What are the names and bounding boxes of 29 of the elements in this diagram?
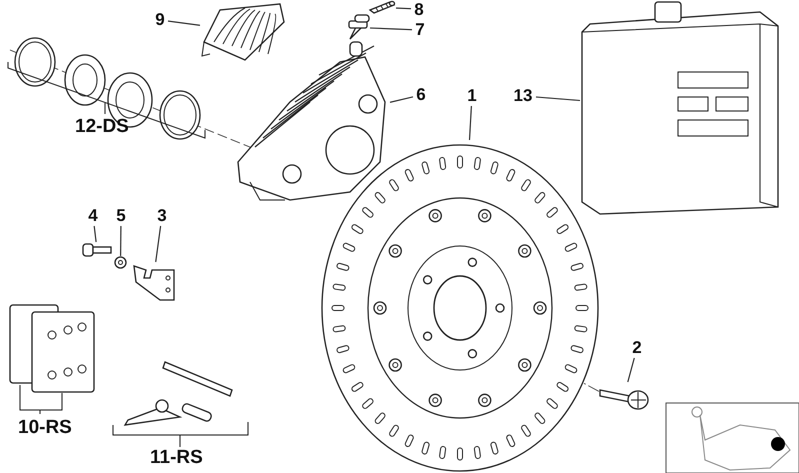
bolt-drawing xyxy=(82,242,112,258)
leader-line xyxy=(536,96,580,102)
callout-number: 3 xyxy=(154,206,170,226)
callout-number: 13 xyxy=(510,86,536,106)
callout-number: 2 xyxy=(629,338,645,358)
leader-line xyxy=(370,27,412,30)
caliper-boot-drawing xyxy=(200,2,285,60)
leader-line xyxy=(94,226,97,242)
leader-line xyxy=(120,226,122,256)
group-label: 11-RS xyxy=(150,447,203,469)
bleed-cap-drawing xyxy=(368,0,396,15)
fluid-can-drawing xyxy=(580,2,780,215)
callout-number: 1 xyxy=(464,86,480,106)
group-label: 12-DS xyxy=(75,116,129,138)
callout-number: 4 xyxy=(85,206,101,226)
leader-line xyxy=(168,20,200,26)
callout-number: 9 xyxy=(152,10,168,30)
washer-drawing xyxy=(114,256,127,269)
callout-number: 5 xyxy=(113,206,129,226)
leader-line xyxy=(627,358,635,382)
leader-line xyxy=(390,96,414,103)
callout-number: 8 xyxy=(411,0,427,18)
callout-number: 7 xyxy=(412,20,428,40)
leader-line xyxy=(155,226,162,262)
group-label: 10-RS xyxy=(18,417,72,439)
callout-number: 6 xyxy=(413,85,429,105)
leader-line xyxy=(468,106,472,140)
leader-line xyxy=(396,8,412,10)
bleed-screw-drawing xyxy=(346,15,370,40)
